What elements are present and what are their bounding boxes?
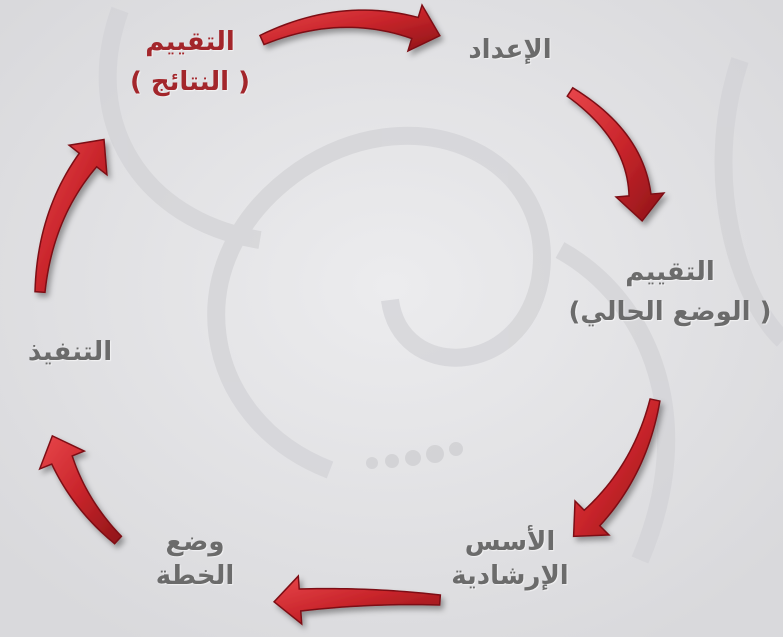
arrow-plan-to-exec xyxy=(38,434,123,545)
stage-execution: التنفيذ xyxy=(10,332,130,372)
arrow-exec-to-results xyxy=(34,138,108,294)
stage-results-assessment: التقييم ( النتائج ) xyxy=(110,22,270,102)
stage-guidelines-line-2: الإرشادية xyxy=(451,561,569,591)
stage-execution-line-1: التنفيذ xyxy=(27,337,113,367)
stage-planning: وضع الخطة xyxy=(130,525,260,593)
stage-results-assessment-line-2: ( النتائج ) xyxy=(129,67,251,97)
stage-preparation: الإعداد xyxy=(440,30,580,70)
stage-planning-line-2: الخطة xyxy=(155,561,235,591)
stage-current-assessment: التقييم ( الوضع الحالي) xyxy=(555,252,783,332)
stage-current-assessment-line-2: ( الوضع الحالي) xyxy=(568,297,772,327)
arrow-prep-to-current xyxy=(566,86,666,223)
arrow-current-to-guide xyxy=(572,398,661,538)
stage-preparation-line-1: الإعداد xyxy=(468,35,552,65)
stage-guidelines: الأسس الإرشادية xyxy=(420,525,600,593)
stage-results-assessment-line-1: التقييم xyxy=(145,27,235,57)
arrow-guide-to-plan xyxy=(272,574,442,626)
stage-current-assessment-line-1: التقييم xyxy=(625,257,715,287)
stage-guidelines-line-1: الأسس xyxy=(464,527,556,557)
arrow-results-to-prep xyxy=(258,3,441,53)
stage-planning-line-1: وضع xyxy=(165,527,225,557)
